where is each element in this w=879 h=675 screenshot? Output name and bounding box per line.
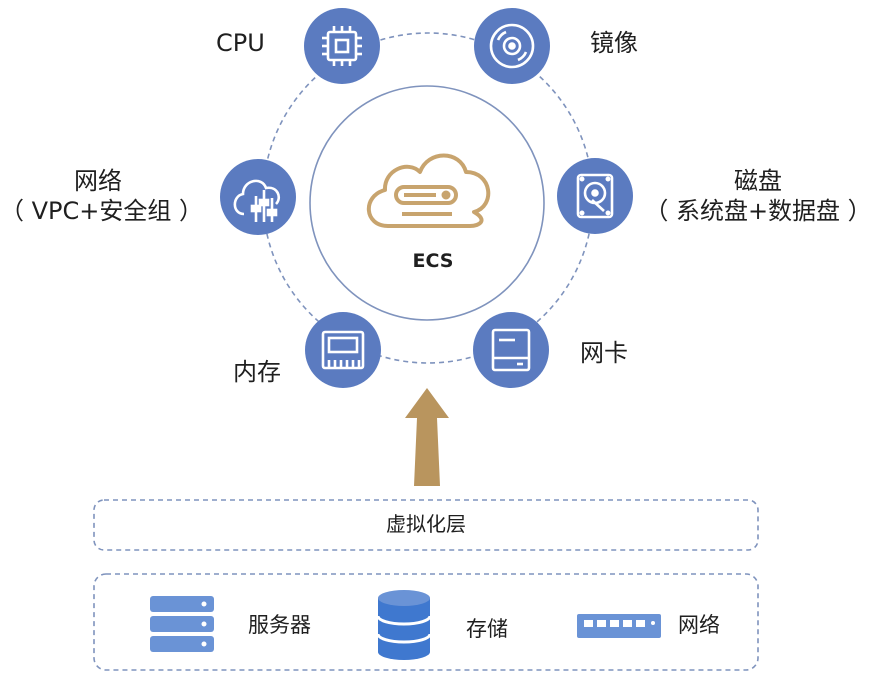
network-sublabel: （ VPC+安全组 ） [0,197,204,225]
cpu-node [304,8,380,84]
server-label: 服务器 [248,613,311,637]
disk-sublabel: （ 系统盘+数据盘 ） [644,197,872,225]
nic-node [473,312,549,388]
infrastructure-box [93,573,759,671]
cloud-server-icon [366,153,491,228]
cloud-settings-icon [233,179,280,222]
network-label-block: 网络 （ VPC+安全组 ） [0,166,204,226]
ecs-label: ECS [412,250,454,272]
memory-icon [321,330,365,370]
storage-label: 存储 [466,617,508,641]
virtualization-layer-label: 虚拟化层 [386,512,466,536]
memory-node [305,312,381,388]
disk-label-block: 磁盘 （ 系统盘+数据盘 ） [640,166,876,226]
virtualization-layer-box [93,499,759,551]
image-label: 镜像 [590,29,638,57]
cpu-label: CPU [216,29,265,57]
disc-icon [489,23,535,69]
nic-label: 网卡 [580,339,628,367]
memory-label: 内存 [233,358,281,386]
disk-label: 磁盘 [734,167,782,195]
server-icon [150,596,214,652]
network-switch-icon [577,614,661,638]
database-icon [376,590,432,660]
network-node [220,159,296,235]
network-label: 网络 [74,167,122,195]
network-infra-label: 网络 [678,613,720,637]
network-card-icon [491,328,531,372]
image-node [474,8,550,84]
disk-node [557,158,633,234]
hard-disk-icon [576,173,614,219]
cpu-icon [322,26,362,66]
upward-arrow [405,388,449,486]
